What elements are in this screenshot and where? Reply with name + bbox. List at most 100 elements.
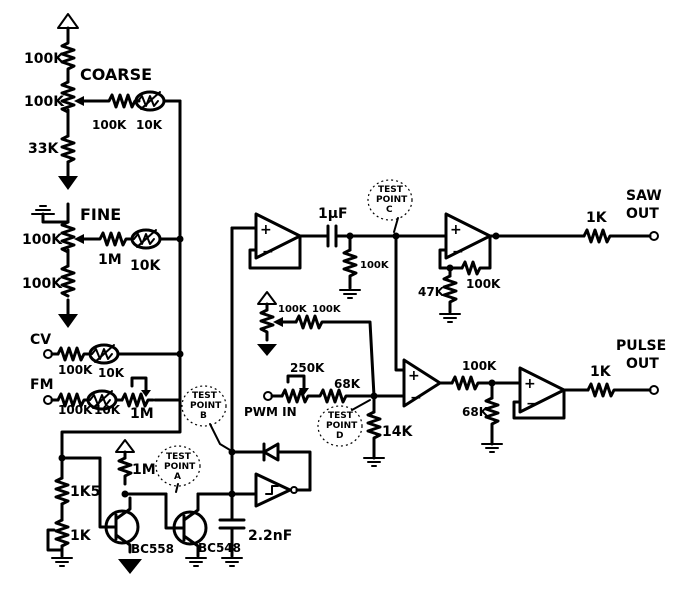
pulse-section: 100K 100K PWM IN 250K 68K TEST POINT D 1… [244,291,666,467]
svg-text:+: + [260,222,272,238]
resistor-100k-cv [56,346,90,362]
svg-text:−: − [410,390,422,406]
svg-text:+: + [408,368,420,384]
resistor-100k-saw-fb [460,234,492,276]
buffer-opamp [254,212,302,260]
pwm-pot-top-value: 100K [278,304,308,315]
r-47k-value: 47K [418,285,445,299]
resistor-14k [366,410,382,460]
pwm-r-top-value: 100K [312,304,342,315]
svg-text:POINT: POINT [376,195,408,205]
coarse-pot-value: 100K [24,94,65,110]
coarse-bottom-value: 33K [28,141,59,157]
svg-text:+: + [450,222,462,238]
saw-opamp [444,212,492,260]
supply-arrow-symbol [115,439,135,453]
test-point-c [367,179,413,221]
fine-label: FINE [80,205,121,224]
potentiometer-fine [60,220,76,254]
supply-arrow-symbol [257,291,277,305]
r-100k-pulse-value: 100K [462,359,497,373]
expo-converter: 1K5 1K BC558 1M BC548 [46,439,241,574]
r-1m-value: 1M [132,462,156,478]
fm-series-value: 100K [58,403,93,417]
cv-label: CV [30,332,51,348]
test-point-a: TEST POINT A [155,445,201,493]
pulse-out-label: PULSE [616,338,666,354]
coarse-section: 100K 100K 33K COARSE 100K 10K [24,13,182,190]
potentiometer-pwm [280,388,320,404]
saw-out-label-2: OUT [626,206,659,222]
resistor-1k-pulse [586,382,652,398]
r-68k-pulse-value: 68K [462,405,489,419]
resistor-1k5 [54,476,70,506]
resistor-100k-coarse-top [60,38,76,74]
coarse-thermistor-value: 10K [136,118,163,132]
r-1k-pulse-value: 1K [590,364,612,380]
test-point-b: TEST POINT B [181,385,231,451]
resistor-33k-coarse-bottom [60,134,76,164]
svg-text:−: − [526,396,538,412]
negative-supply-arrow [58,176,78,190]
r-100k-saw-fb-value: 100K [466,277,501,291]
resistor-47k [442,274,458,314]
r-1k-saw-value: 1K [586,210,608,226]
pulse-comparator [402,358,442,408]
resistor-68k-pulse [484,396,500,446]
resistor-100k-fm [56,392,90,408]
saw-out-label: SAW [626,188,662,204]
svg-text:B: B [200,411,207,421]
cap-1uf-value: 1μF [318,206,348,222]
bc558-label: BC558 [131,542,174,556]
fine-series-value: 1M [98,252,122,268]
fine-thermistor-value: 10K [130,258,161,274]
svg-text:POINT: POINT [190,401,222,411]
r-1k-value: 1K [70,528,92,544]
potentiometer-pwm-bias [259,308,275,342]
core-oscillator: 2.2nF + − [218,212,312,567]
fm-pot-value: 1M [130,406,154,422]
potentiometer-coarse [60,80,76,114]
saw-section: 1μF 100K TEST POINT C + − 47K 100K 1K SA… [298,179,662,372]
svg-text:TEST: TEST [328,411,354,421]
resistor-100k-saw-gnd [342,248,358,290]
fm-label: FM [30,377,54,393]
svg-text:POINT: POINT [164,462,196,472]
resistor-1m-collector [117,456,133,486]
r-100k-saw-gnd-value: 100K [360,260,390,271]
supply-arrow-symbol [57,13,79,29]
fine-pot-value: 100K [22,232,63,248]
negative-supply-arrow [58,314,78,328]
svg-text:−: − [452,244,464,260]
r-1k5-value: 1K5 [70,484,100,500]
fine-section: 100K 100K FINE 1M 10K [22,202,182,328]
svg-text:TEST: TEST [192,391,218,401]
fm-thermistor-value: 10K [94,403,121,417]
cv-thermistor-value: 10K [98,366,125,380]
resistor-1k-saw [582,228,652,244]
pulse-out-jack [649,385,659,395]
pwm-in-label: PWM IN [244,405,297,419]
test-point-d [317,405,363,447]
pwm-pot-value: 250K [290,361,325,375]
coarse-label: COARSE [80,65,152,84]
bc548-label: BC548 [198,541,241,555]
svg-text:TEST: TEST [378,185,404,195]
resistor-1m-fine-series [94,231,132,247]
trimmer-1k [54,518,70,548]
resistor-100k-coarse-series [102,93,141,109]
svg-text:A: A [174,472,181,482]
fine-bottom-value: 100K [22,276,63,292]
diode [262,442,280,462]
resistor-100k-pulse [450,375,492,391]
coarse-top-value: 100K [24,51,65,67]
potentiometer-fm [120,392,155,408]
saw-out-jack [649,231,659,241]
pulse-buffer-opamp [518,366,566,414]
resistor-100k-pwm-bias [294,314,376,398]
comparator [254,472,292,508]
svg-text:−: − [262,244,274,260]
svg-text:POINT: POINT [326,421,358,431]
